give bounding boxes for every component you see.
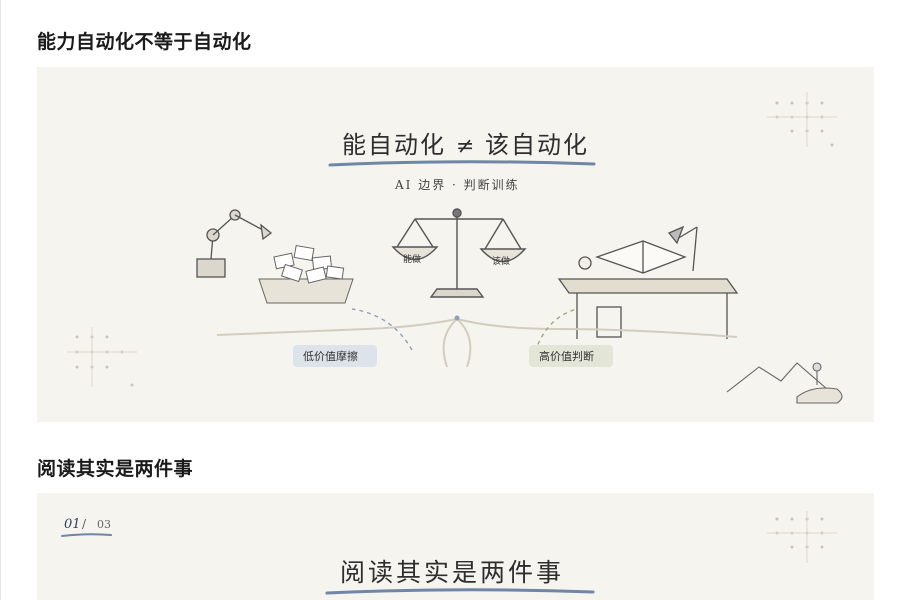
reading-title-underline [325, 588, 595, 595]
page-underline [61, 533, 112, 537]
junction-dot [454, 315, 460, 321]
study-desk-icon [557, 225, 739, 339]
illustration-title-right: 该自动化 [485, 131, 589, 159]
left-path-label: 低价值摩擦 [303, 349, 358, 363]
page-total: 03 [97, 518, 111, 531]
right-path-label: 高价值判断 [539, 349, 594, 363]
right-arrow-path [534, 308, 578, 353]
paper-tray-icon [258, 244, 354, 304]
robot-arm-icon [196, 209, 273, 278]
reading-illustration-svg: 01 / 03 阅读其实是两件事 [61, 511, 837, 595]
dot-grid-decoration [75, 101, 834, 387]
title-underline [328, 160, 596, 167]
section-heading-1: 能力自动化不等于自动化 [37, 31, 252, 53]
scale-left-label: 能做 [403, 253, 421, 265]
reading-title: 阅读其实是两件事 [340, 558, 564, 587]
illustration-title-left: 能自动化 [342, 131, 446, 159]
neq-symbol: ≠ [456, 134, 474, 159]
left-path-tag [293, 345, 377, 367]
right-path-tag [529, 345, 613, 367]
illustration-reading: 01 / 03 阅读其实是两件事 [37, 493, 874, 600]
thinker-on-rock-icon [726, 362, 843, 404]
automation-illustration-svg: 能自动化 ≠ 该自动化 AI 边界 · 判断训练 能做 该做 [67, 92, 843, 404]
page-current: 01 [64, 517, 81, 532]
section-heading-2: 阅读其实是两件事 [37, 458, 194, 480]
scale-right-label: 该做 [492, 255, 510, 267]
page-separator: / [82, 517, 87, 531]
illustration-automation: 能自动化 ≠ 该自动化 AI 边界 · 判断训练 能做 该做 [37, 67, 874, 422]
balance-scale-icon [391, 208, 527, 298]
illustration-subtitle: AI 边界 · 判断训练 [394, 177, 520, 192]
